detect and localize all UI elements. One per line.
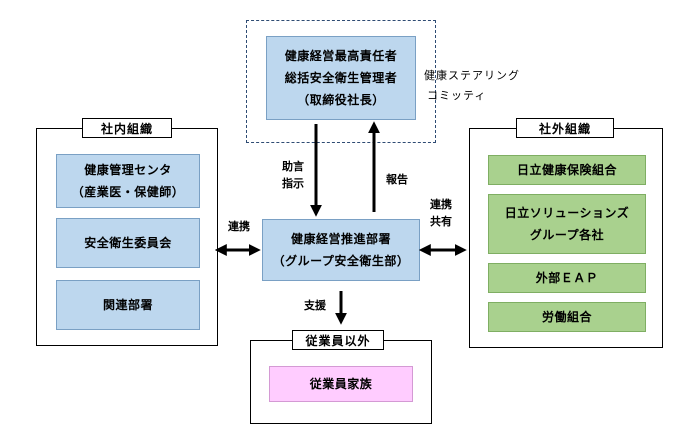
steering-committee-label: 健康ステアリング コミッティ	[424, 66, 520, 106]
labor-union-label: 労働組合	[541, 310, 592, 324]
leadership-group	[246, 20, 436, 143]
external-org-title: 社外組織	[516, 118, 614, 138]
steering-line-1: 健康ステアリング	[424, 69, 520, 82]
leadership-line-3: （取締役社長）	[297, 93, 385, 107]
health-center-box: 健康管理センタ （産業医・保健師）	[56, 154, 200, 208]
promotion-department-box: 健康経営推進部署 （グループ安全衛生部）	[262, 219, 420, 281]
support-label: 支援	[304, 299, 326, 312]
non-employees-title: 従業員以外	[292, 330, 384, 350]
promotion-department-line-1: 健康経営推進部署	[290, 232, 391, 246]
report-label: 報告	[386, 173, 408, 186]
external-eap-box: 外部ＥＡＰ	[488, 263, 646, 293]
safety-committee-box: 安全衛生委員会	[56, 218, 200, 268]
right-link-label: 連携 共有	[430, 196, 452, 230]
employee-family-box: 従業員家族	[269, 366, 413, 402]
health-insurance-label: 日立健康保険組合	[516, 163, 617, 177]
internal-org-title: 社内組織	[82, 118, 172, 138]
leadership-box: 健康経営最高責任者 総括安全衛生管理者 （取締役社長）	[266, 36, 416, 120]
group-companies-line-1: 日立ソリューションズ	[504, 206, 630, 220]
leadership-line-1: 健康経営最高責任者	[284, 49, 398, 63]
group-companies-box: 日立ソリューションズ グループ各社	[488, 194, 646, 254]
promotion-department-line-2: （グループ安全衛生部）	[272, 254, 410, 268]
left-link-label: 連携	[228, 220, 250, 233]
group-companies-line-2: グループ各社	[529, 228, 605, 242]
health-insurance-box: 日立健康保険組合	[488, 155, 646, 185]
instruction-label: 指示	[282, 177, 304, 190]
advice-instruction-label: 助言 指示	[282, 158, 304, 192]
health-center-line-1: 健康管理センタ	[84, 163, 172, 177]
employee-family-label: 従業員家族	[309, 377, 373, 391]
steering-line-2: コミッティ	[427, 89, 487, 102]
related-departments-box: 関連部署	[56, 280, 200, 330]
external-eap-label: 外部ＥＡＰ	[535, 271, 599, 285]
related-departments-label: 関連部署	[102, 298, 153, 312]
leadership-line-2: 総括安全衛生管理者	[284, 71, 398, 85]
safety-committee-label: 安全衛生委員会	[84, 236, 172, 250]
advice-label: 助言	[282, 160, 304, 173]
right-link-line-2: 共有	[430, 215, 452, 228]
labor-union-box: 労働組合	[488, 302, 646, 332]
right-link-line-1: 連携	[430, 198, 452, 211]
health-center-line-2: （産業医・保健師）	[71, 185, 185, 199]
